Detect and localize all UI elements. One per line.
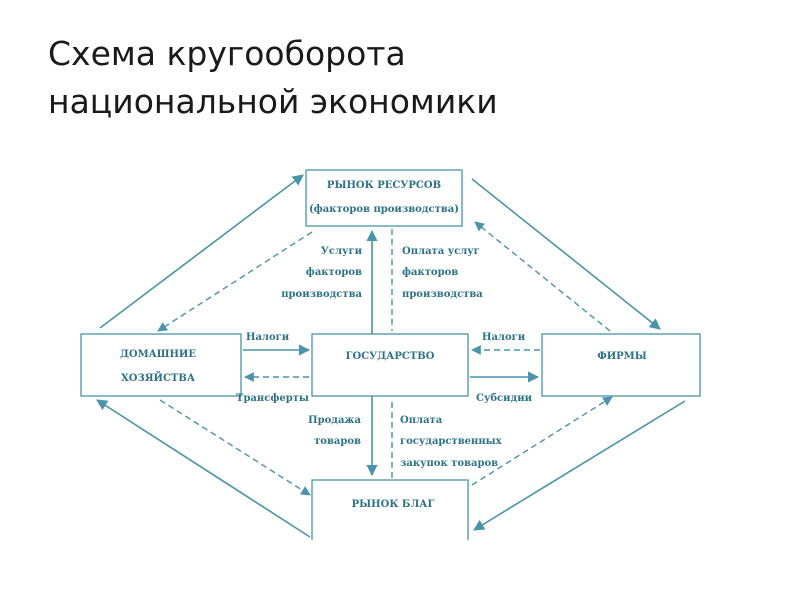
government-label: ГОСУДАРСТВО xyxy=(346,351,435,362)
node-households: ДОМАШНИЕ ХОЗЯЙСТВА xyxy=(80,333,242,397)
node-goods-market: РЫНОК БЛАГ xyxy=(311,479,469,540)
label-payment-services-3: производства xyxy=(402,289,483,300)
node-resource-market: РЫНОК РЕСУРСОВ (факторов производства) xyxy=(305,169,463,227)
goods-market-label: РЫНОК БЛАГ xyxy=(352,499,435,510)
label-taxes-left: Налоги xyxy=(246,332,290,343)
label-goods-sale-1: Продажа xyxy=(308,415,361,426)
node-firms: ФИРМЫ xyxy=(541,333,701,397)
arrow-firms-to-resource-market-dashed xyxy=(474,221,611,332)
resource-market-line1: РЫНОК РЕСУРСОВ xyxy=(327,180,441,191)
arrow-resource-market-to-firms xyxy=(471,178,661,330)
arrow-firms-to-goods-market xyxy=(473,400,686,531)
node-government: ГОСУДАРСТВО xyxy=(311,333,469,397)
label-payment-services-2: факторов xyxy=(402,267,458,278)
label-subsidies: Субсидии xyxy=(476,393,533,404)
resource-market-line2: (факторов производства) xyxy=(309,204,459,215)
label-taxes-right: Налоги xyxy=(482,332,526,343)
label-payment-purchases-3: закупок товаров xyxy=(400,458,498,469)
label-transfers: Трансферты xyxy=(236,393,309,404)
firms-label: ФИРМЫ xyxy=(597,351,647,362)
label-payment-purchases-2: государственных xyxy=(400,436,503,447)
title-line-2: национальной экономики xyxy=(48,82,498,121)
arrow-households-to-resource-market xyxy=(99,174,304,329)
label-services-1: Услуги xyxy=(321,246,363,257)
arrow-resource-market-to-households-dashed xyxy=(157,231,313,332)
label-payment-services-1: Оплата услуг xyxy=(402,246,480,257)
page-title: Схема кругооборота национальной экономик… xyxy=(48,30,768,126)
label-goods-sale-2: товаров xyxy=(314,436,361,447)
arrow-goods-market-to-firms-dashed xyxy=(471,396,613,486)
label-services-2: факторов xyxy=(306,267,362,278)
title-line-1: Схема кругооборота xyxy=(48,34,406,73)
label-payment-purchases-1: Оплата xyxy=(400,415,443,426)
arrow-households-to-goods-market-dashed xyxy=(159,399,311,496)
households-line2: ХОЗЯЙСТВА xyxy=(121,371,196,384)
arrow-goods-market-to-households xyxy=(96,399,311,538)
households-line1: ДОМАШНИЕ xyxy=(120,349,196,360)
label-services-3: производства xyxy=(281,289,362,300)
